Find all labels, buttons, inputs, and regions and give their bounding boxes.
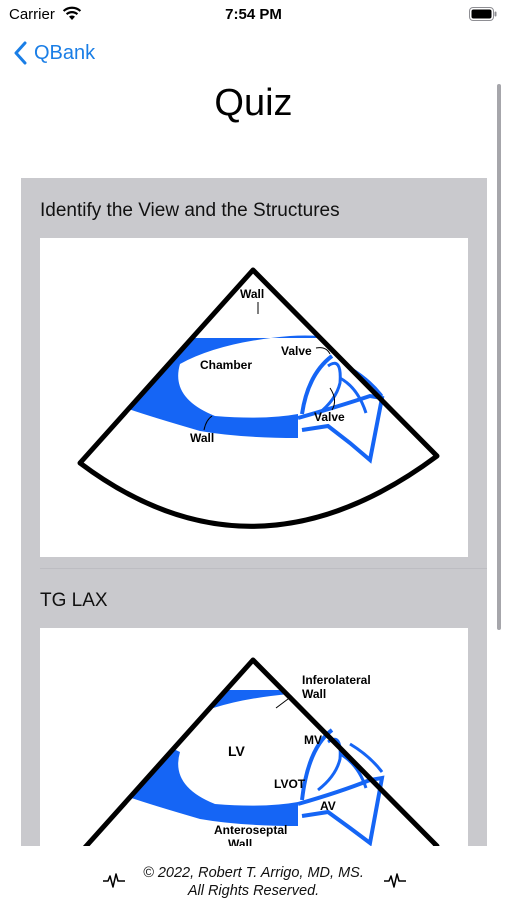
page-title: Quiz bbox=[214, 82, 293, 124]
question-image[interactable]: Inferolateral Wall LV MV LVOT AV Anteros… bbox=[40, 628, 468, 858]
diagram-label-anteroseptal: Anteroseptal bbox=[214, 823, 287, 837]
scrollbar[interactable] bbox=[497, 84, 501, 630]
diagram-label-av: AV bbox=[320, 799, 336, 813]
footer: © 2022, Robert T. Arrigo, MD, MS. All Ri… bbox=[0, 846, 507, 900]
copyright-line: © 2022, Robert T. Arrigo, MD, MS. bbox=[143, 865, 364, 881]
echo-diagram: Inferolateral Wall LV MV LVOT AV Anteros… bbox=[77, 657, 440, 858]
battery-icon bbox=[469, 7, 497, 21]
echo-diagram: Wall Chamber Valve Valve Wall bbox=[77, 267, 440, 529]
question-image[interactable]: Wall Chamber Valve Valve Wall bbox=[40, 238, 468, 557]
carrier-label: Carrier bbox=[9, 6, 55, 23]
question-label: Identify the View and the Structures bbox=[40, 200, 340, 221]
ekg-icon bbox=[384, 873, 406, 888]
question-label: TG LAX bbox=[40, 590, 108, 611]
clock: 7:54 PM bbox=[225, 6, 282, 23]
copyright-text: © 2022, Robert T. Arrigo, MD, MS. All Ri… bbox=[0, 864, 507, 900]
back-button-label: QBank bbox=[34, 41, 96, 64]
diagram-label-valve-upper: Valve bbox=[281, 344, 312, 358]
diagram-label-valve-lower: Valve bbox=[314, 410, 345, 424]
status-bar: Carrier 7:54 PM bbox=[0, 0, 507, 30]
rights-line: All Rights Reserved. bbox=[187, 883, 320, 899]
diagram-label-lv: LV bbox=[228, 743, 246, 759]
back-button[interactable]: QBank bbox=[14, 38, 95, 68]
chevron-left-icon bbox=[14, 41, 27, 65]
diagram-label-wall-bottom: Wall bbox=[190, 431, 214, 445]
quiz-list[interactable]: Identify the View and the Structures Wal… bbox=[21, 178, 487, 858]
diagram-label-mv: MV bbox=[304, 733, 322, 747]
divider bbox=[40, 568, 487, 569]
diagram-label-inferolateral: Inferolateral bbox=[302, 673, 371, 687]
diagram-label-wall-top: Wall bbox=[240, 287, 264, 301]
wifi-icon bbox=[62, 6, 82, 20]
diagram-label-chamber: Chamber bbox=[200, 358, 252, 372]
diagram-label-inferolateral-wall: Wall bbox=[302, 687, 326, 701]
diagram-label-lvot: LVOT bbox=[274, 777, 306, 791]
ekg-icon bbox=[103, 873, 125, 888]
